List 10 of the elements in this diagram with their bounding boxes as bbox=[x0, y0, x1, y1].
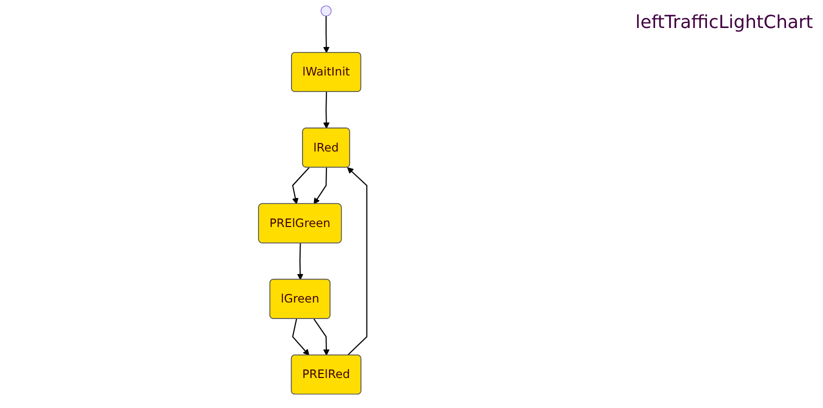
arrow bbox=[314, 168, 327, 204]
arrow bbox=[323, 92, 330, 129]
arrow bbox=[292, 318, 310, 356]
arrow bbox=[347, 167, 368, 356]
arrow bbox=[292, 167, 310, 204]
arrow bbox=[323, 16, 330, 54]
arrow bbox=[313, 318, 330, 356]
node-circle bbox=[320, 5, 332, 16]
chart-name: leftTrafficLightChart bbox=[635, 12, 813, 33]
arrow bbox=[297, 243, 304, 280]
